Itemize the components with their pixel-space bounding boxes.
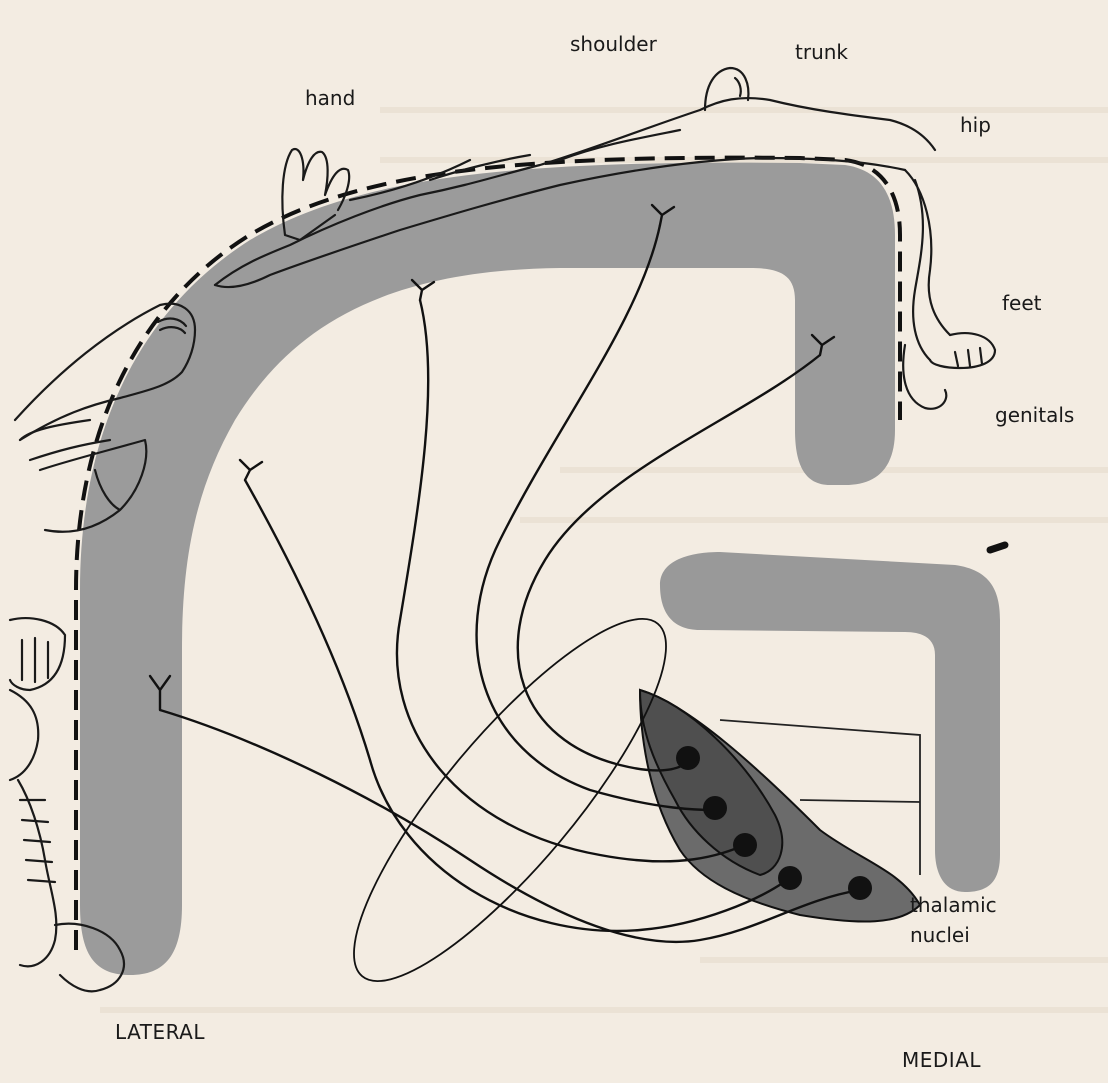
cell-2 [703,796,727,820]
label-lateral: LATERAL [115,1022,205,1042]
cell-3 [733,833,757,857]
label-genitals: genitals [995,405,1074,425]
label-trunk: trunk [795,42,848,62]
label-thalamic-line2: nuclei [910,920,997,950]
thalamus-mark [990,545,1005,550]
label-thalamic-line1: thalamic [910,890,997,920]
cell-5 [848,876,872,900]
label-shoulder: shoulder [570,34,657,54]
label-feet: feet [1002,293,1042,313]
cell-4 [778,866,802,890]
fork-lip [240,460,262,480]
label-medial: MEDIAL [902,1050,981,1070]
label-thalamic-nuclei: thalamic nuclei [910,890,997,950]
cell-1 [676,746,700,770]
label-hand: hand [305,88,355,108]
label-hip: hip [960,115,991,135]
